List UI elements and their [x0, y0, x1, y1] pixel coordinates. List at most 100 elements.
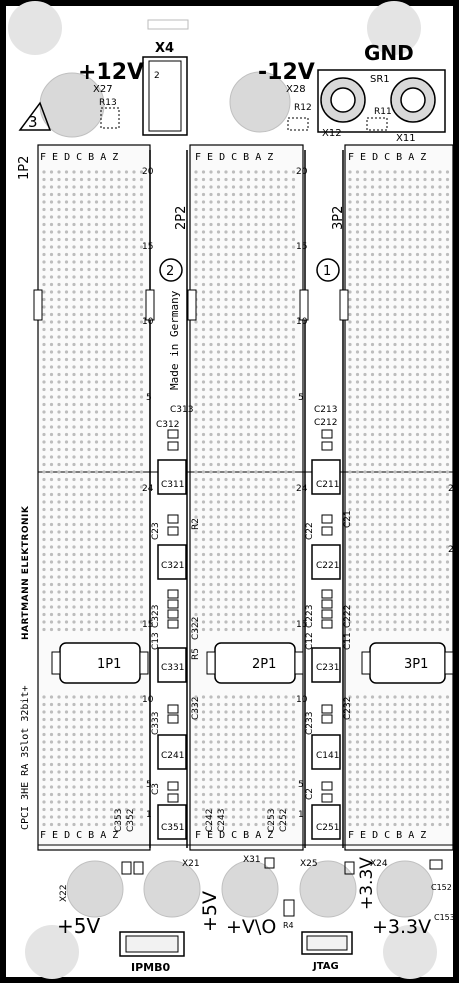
perf-dot: [132, 305, 136, 309]
perf-dot: [393, 582, 397, 587]
perf-dot: [124, 702, 129, 707]
perf-dot: [269, 432, 273, 437]
perf-dot: [438, 455, 442, 459]
perf-dot: [355, 222, 360, 227]
perf-dot: [438, 200, 442, 204]
perf-dot: [408, 762, 412, 767]
perf-dot: [194, 740, 198, 744]
perf-dot: [209, 515, 213, 519]
perf-dot: [64, 305, 69, 309]
perf-dot: [385, 275, 390, 279]
perf-dot: [370, 365, 375, 369]
perf-dot: [363, 237, 367, 242]
perf-dot: [79, 725, 84, 729]
perf-dot: [291, 695, 296, 699]
perf-dot: [276, 185, 281, 189]
perf-dot: [231, 522, 236, 527]
perf-dot: [284, 620, 288, 624]
perf-dot: [370, 357, 375, 362]
perf-dot: [109, 560, 114, 564]
perf-dot: [284, 447, 288, 452]
perf-dot: [370, 185, 375, 189]
perf-dot: [231, 492, 236, 497]
perf-dot: [423, 312, 427, 317]
perf-dot: [284, 492, 288, 497]
perf-dot: [139, 365, 144, 369]
perf-dot: [415, 770, 420, 774]
perf-dot: [254, 725, 258, 729]
perf-dot: [231, 530, 236, 534]
perf-dot: [385, 335, 390, 339]
perf-dot: [400, 717, 405, 722]
perf-dot: [64, 357, 69, 362]
p1-connector-tab: [294, 651, 304, 675]
perf-dot: [291, 297, 296, 302]
perf-dot: [400, 515, 405, 519]
perf-dot: [102, 560, 106, 564]
perf-dot: [209, 747, 213, 752]
perf-dot: [438, 222, 442, 227]
perf-dot: [87, 507, 91, 512]
perf-dot: [209, 267, 213, 272]
perf-dot: [385, 785, 390, 789]
perf-dot: [276, 620, 281, 624]
perf-dot: [139, 320, 144, 324]
perf-dot: [49, 815, 54, 819]
perf-dot: [378, 777, 382, 782]
perf-dot: [430, 822, 435, 827]
p1-connectors: [33, 289, 454, 684]
perf-dot: [109, 245, 114, 249]
perf-dot: [348, 815, 352, 819]
perf-dot: [239, 365, 243, 369]
perf-dot: [49, 507, 54, 512]
perf-dot: [261, 192, 266, 197]
perf-dot: [438, 395, 442, 399]
perf-dot: [79, 582, 84, 587]
perf-dot: [438, 762, 442, 767]
perf-dot: [355, 515, 360, 519]
perf-dot: [102, 740, 106, 744]
perf-dot: [254, 515, 258, 519]
perf-dot: [269, 560, 273, 564]
perf-dot: [423, 335, 427, 339]
perf-dot: [291, 282, 296, 287]
perf-dot: [438, 245, 442, 249]
perf-dot: [385, 537, 390, 542]
perf-dot: [209, 800, 213, 804]
perf-dot: [79, 230, 84, 234]
perf-dot: [415, 297, 420, 302]
perf-dot: [224, 282, 228, 287]
perf-dot: [291, 612, 296, 617]
perf-dot: [224, 275, 228, 279]
perf-dot: [291, 485, 296, 489]
perf-dot: [57, 402, 61, 407]
perf-dot: [117, 237, 121, 242]
perf-dot: [209, 177, 213, 182]
perf-dot: [79, 612, 84, 617]
perf-dot: [378, 365, 382, 369]
perf-dot: [276, 410, 281, 414]
perf-dot: [57, 290, 61, 294]
perf-dot: [231, 792, 236, 797]
perf-dot: [348, 530, 352, 534]
perf-dot: [246, 747, 251, 752]
label-3p1: 3P1: [404, 657, 428, 672]
perf-dot: [194, 785, 198, 789]
perf-dot: [393, 207, 397, 212]
perf-dot: [261, 590, 266, 594]
perf-dot: [408, 515, 412, 519]
perf-dot: [291, 312, 296, 317]
perf-dot: [378, 245, 382, 249]
perf-dot: [57, 800, 61, 804]
perf-dot: [117, 170, 121, 174]
perf-dot: [49, 275, 54, 279]
perf-dot: [49, 537, 54, 542]
perf-dot: [194, 395, 198, 399]
perf-dot: [291, 447, 296, 452]
perf-dot: [415, 717, 420, 722]
perf-dot: [385, 560, 390, 564]
perf-dot: [49, 590, 54, 594]
perf-dot: [284, 785, 288, 789]
perf-dot: [423, 365, 427, 369]
